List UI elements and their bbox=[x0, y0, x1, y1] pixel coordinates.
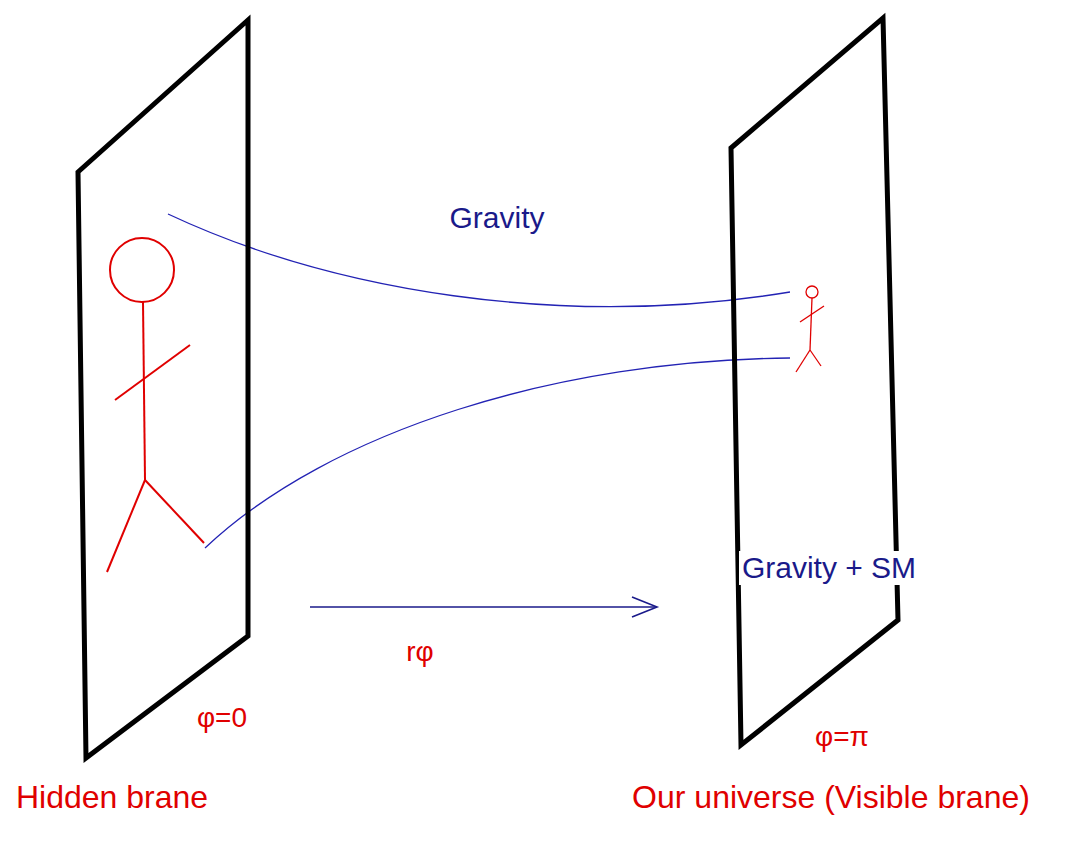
brane-plane bbox=[78, 20, 248, 758]
gravity-lines bbox=[168, 214, 790, 548]
figure-leg bbox=[145, 480, 204, 543]
brane-title: Our universe (Visible brane) bbox=[632, 779, 1030, 816]
large-stick-figure bbox=[107, 238, 204, 572]
figure-leg bbox=[796, 350, 810, 372]
figure-leg bbox=[810, 350, 821, 366]
brane-title: Hidden brane bbox=[16, 779, 208, 816]
brane-content: Gravity + SM bbox=[739, 551, 919, 586]
figure-head bbox=[110, 238, 174, 302]
brane-plane bbox=[731, 18, 898, 745]
small-stick-figure bbox=[796, 286, 824, 372]
brane: Gravity + SMφ=πOur universe (Visible bra… bbox=[726, 14, 902, 750]
brane-outline bbox=[726, 14, 902, 750]
arrow-shaft bbox=[310, 606, 656, 608]
distance-arrow bbox=[310, 597, 657, 617]
figure-arms bbox=[115, 345, 190, 400]
figure-arms bbox=[800, 306, 824, 322]
gravity-line bbox=[205, 358, 790, 548]
brane-outline bbox=[76, 16, 254, 762]
force-label: Gravity bbox=[449, 201, 544, 236]
brane: φ=0Hidden brane bbox=[76, 16, 254, 762]
brane-coordinate: φ=π bbox=[815, 721, 869, 753]
figure-body bbox=[143, 302, 145, 480]
distance-label: rφ bbox=[406, 636, 433, 668]
figure-leg bbox=[107, 480, 145, 572]
figure-head bbox=[806, 286, 818, 298]
arrow-head bbox=[632, 597, 657, 617]
brane-coordinate: φ=0 bbox=[197, 702, 247, 734]
figure-body bbox=[810, 298, 812, 350]
